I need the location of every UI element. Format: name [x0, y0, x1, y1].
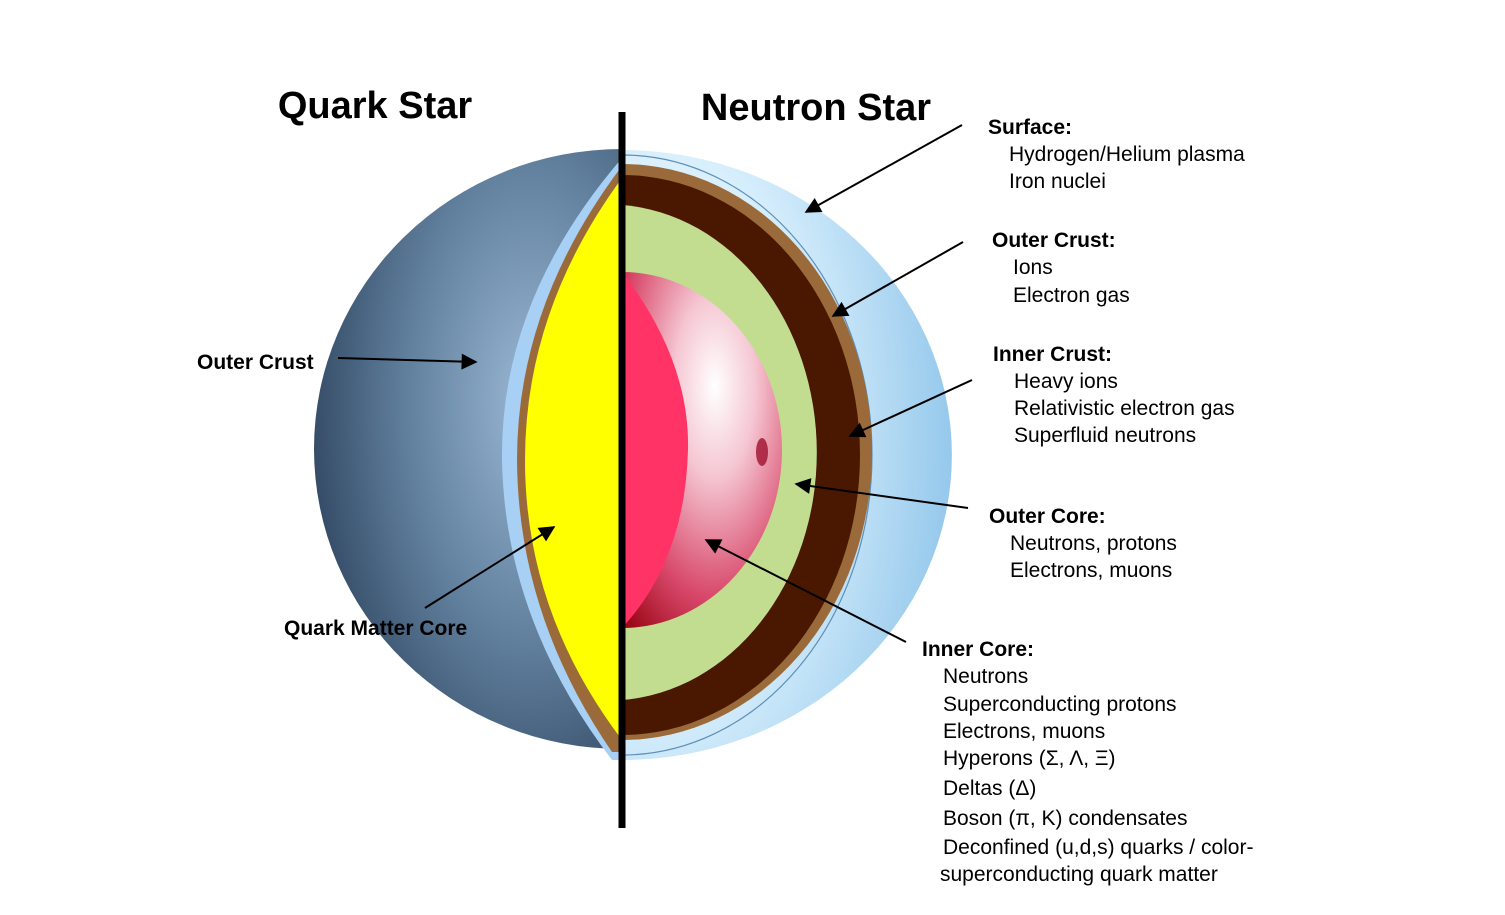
outer-crust-item: Electron gas — [1013, 284, 1130, 307]
surface-description: Surface: Hydrogen/Helium plasma Iron nuc… — [988, 116, 1245, 193]
inner-core-item: superconducting quark matter — [940, 863, 1218, 886]
outer-crust-arrow — [831, 241, 964, 317]
quark-core-label: Quark Matter Core — [284, 617, 467, 640]
outer-core-arrow — [794, 478, 969, 509]
inner-core-item: Deltas (Δ) — [943, 777, 1036, 800]
outer-crust-item: Ions — [1013, 256, 1053, 279]
neutron-star-title: Neutron Star — [701, 87, 931, 129]
inner-core-item: Superconducting protons — [943, 693, 1177, 716]
inner-core-item: Boson (π, K) condensates — [943, 807, 1187, 830]
ns-inner-core-spot — [756, 438, 768, 466]
outer-core-title: Outer Core: — [989, 505, 1106, 528]
surface-arrow — [804, 124, 963, 213]
outer-crust-description: Outer Crust: Ions Electron gas — [992, 229, 1130, 307]
inner-crust-item: Heavy ions — [1014, 370, 1118, 393]
inner-core-description: Inner Core: Neutrons Superconducting pro… — [922, 638, 1253, 886]
ns-surface-inner-edge — [621, 154, 873, 756]
outer-core-item: Neutrons, protons — [1010, 532, 1177, 555]
outer-crust-title: Outer Crust: — [992, 229, 1116, 252]
quark-outer-crust-arrow — [337, 353, 478, 370]
inner-core-item: Deconfined (u,d,s) quarks / color- — [943, 836, 1253, 859]
outer-core-item: Electrons, muons — [1010, 559, 1172, 582]
inner-core-item: Neutrons — [943, 665, 1028, 688]
inner-crust-description: Inner Crust: Heavy ions Relativistic ele… — [993, 343, 1235, 447]
inner-crust-arrow — [848, 379, 973, 438]
ns-inner-core-cut-face — [622, 272, 689, 628]
inner-core-item: Electrons, muons — [943, 720, 1105, 743]
surface-item: Iron nuclei — [1009, 170, 1106, 193]
outer-core-description: Outer Core: Neutrons, protons Electrons,… — [989, 505, 1177, 582]
inner-crust-title: Inner Crust: — [993, 343, 1112, 366]
inner-core-title: Inner Core: — [922, 638, 1034, 661]
quark-matter-core — [525, 178, 622, 740]
quark-outer-crust-label: Outer Crust — [197, 351, 314, 374]
inner-crust-item: Superfluid neutrons — [1014, 424, 1196, 447]
quark-star-title: Quark Star — [278, 85, 473, 127]
surface-item: Hydrogen/Helium plasma — [1009, 143, 1245, 166]
quark-core-arrow — [424, 526, 556, 609]
inner-core-arrow — [704, 539, 907, 643]
inner-core-item: Hyperons (Σ, Λ, Ξ) — [943, 747, 1116, 770]
surface-title: Surface: — [988, 116, 1072, 139]
inner-crust-item: Relativistic electron gas — [1014, 397, 1235, 420]
